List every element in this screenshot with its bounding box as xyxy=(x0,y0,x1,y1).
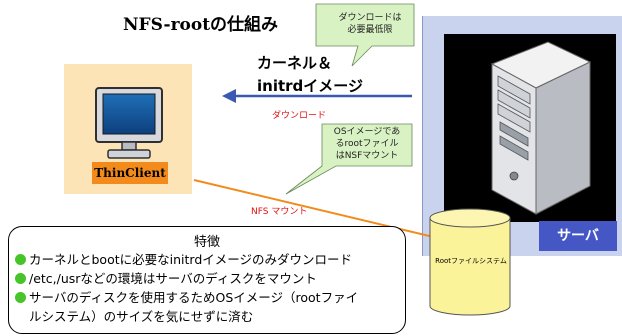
feature-item: /etc,/usrなどの環境はサーバのディスクをマウント xyxy=(15,270,317,288)
callout-os-text: OSイメージであ るrootファイル はNSFマウント xyxy=(324,126,410,162)
callout-os-line: るrootファイル xyxy=(335,139,399,149)
feature-text: ルシステム）のサイズを気にせずに済む xyxy=(29,309,254,324)
callout-os-line: OSイメージであ xyxy=(333,127,401,137)
features-box: 特徴 カーネルとbootに必要なinitrdイメージのみダウンロード /etc,… xyxy=(8,226,406,334)
feature-item: カーネルとbootに必要なinitrdイメージのみダウンロード xyxy=(15,251,352,269)
callout-os-bubble xyxy=(285,123,413,195)
callout-download-bubble xyxy=(315,3,415,67)
diagram-title: NFS-rootの仕組み xyxy=(123,15,279,35)
feature-item-continued: ルシステム）のサイズを気にせずに済む xyxy=(29,308,253,326)
feature-text: サーバのディスクを使用するためOSイメージ（rootファイ xyxy=(29,290,359,305)
kernel-line: カーネル＆ xyxy=(257,54,333,72)
callout-download-text: ダウンロードは 必要最低限 xyxy=(322,12,418,36)
callout-download-line: 必要最低限 xyxy=(347,25,393,35)
thinclient-label: ThinClient xyxy=(92,162,168,184)
bullet-icon xyxy=(15,273,26,284)
features-title: 特徴 xyxy=(193,235,220,250)
feature-text: カーネルとbootに必要なinitrdイメージのみダウンロード xyxy=(29,252,353,267)
download-arrow xyxy=(222,89,412,103)
monitor-icon xyxy=(95,87,163,159)
feature-text: /etc,/usrなどの環境はサーバのディスクをマウント xyxy=(29,271,317,286)
bullet-icon xyxy=(15,292,26,303)
callout-download-line: ダウンロードは xyxy=(338,13,402,23)
root-filesystem-label: Rootファイルシステム xyxy=(435,257,507,265)
bullet-icon xyxy=(15,254,26,265)
feature-item: サーバのディスクを使用するためOSイメージ（rootファイ xyxy=(15,289,358,307)
server-tower-icon xyxy=(490,41,592,215)
kernel-initrd-label: カーネル＆ initrdイメージ xyxy=(257,52,363,98)
server-label: サーバ xyxy=(539,221,617,251)
callout-os-line: はNSFマウント xyxy=(335,151,399,161)
database-cylinder-icon xyxy=(429,208,511,316)
initrd-line: initrdイメージ xyxy=(257,77,363,95)
nfs-mount-label: NFS マウント xyxy=(251,207,308,217)
download-label: ダウンロード xyxy=(272,111,327,121)
